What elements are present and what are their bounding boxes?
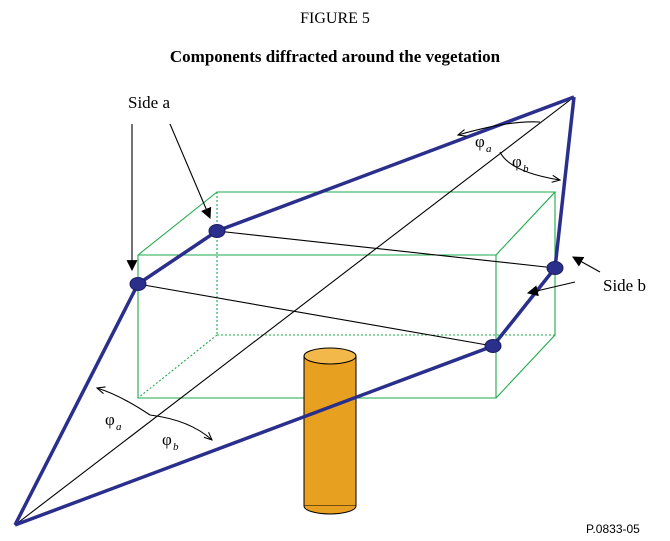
arrow-side-b-lower bbox=[526, 281, 576, 297]
angle-arcs bbox=[97, 121, 560, 440]
construction-lines bbox=[14, 96, 575, 526]
node-side-a-upper bbox=[208, 224, 226, 238]
arrow-side-a-upper bbox=[169, 123, 212, 220]
phi-subscript-b: b bbox=[173, 441, 179, 453]
angle-label-phi-b-bottom: φ b bbox=[162, 430, 179, 453]
angle-label-phi-b-top: φ b bbox=[512, 152, 529, 175]
box-top-back bbox=[137, 191, 557, 256]
arc-phi-a-top bbox=[458, 121, 541, 135]
label-side-a: Side a bbox=[128, 93, 170, 112]
figure-number: FIGURE 5 bbox=[300, 10, 370, 27]
diffraction-nodes bbox=[129, 224, 564, 353]
diffraction-paths bbox=[13, 95, 576, 527]
chord-line-top bbox=[216, 230, 556, 269]
phi-symbol: φ bbox=[512, 152, 522, 171]
phi-subscript-a: a bbox=[116, 421, 122, 433]
phi-subscript-b: b bbox=[523, 163, 529, 175]
angle-label-phi-a-top: φ a bbox=[475, 132, 492, 155]
arc-phi-b-top bbox=[499, 151, 560, 180]
pointer-arrows bbox=[126, 123, 601, 297]
path-side-a bbox=[13, 95, 575, 526]
arc-phi-a-bottom bbox=[97, 388, 151, 416]
phi-symbol: φ bbox=[105, 410, 115, 429]
node-side-b-upper bbox=[546, 261, 564, 275]
figure-reference: P.0833-05 bbox=[586, 522, 640, 536]
phi-symbol: φ bbox=[475, 132, 485, 151]
node-side-b-lower bbox=[484, 339, 502, 353]
arrow-side-b-upper bbox=[572, 256, 601, 273]
label-side-b: Side b bbox=[603, 276, 646, 295]
box-hidden-diagonal bbox=[137, 334, 218, 399]
arc-phi-b-bottom bbox=[149, 414, 212, 440]
tree-trunk bbox=[303, 347, 357, 515]
path-side-b bbox=[14, 96, 576, 527]
chord-line-bottom bbox=[137, 283, 494, 347]
angle-label-phi-a-bottom: φ a bbox=[105, 410, 122, 433]
vegetation-box bbox=[137, 191, 557, 399]
phi-symbol: φ bbox=[162, 430, 172, 449]
figure-title: Components diffracted around the vegetat… bbox=[169, 47, 501, 66]
phi-subscript-a: a bbox=[486, 143, 492, 155]
node-side-a-lower bbox=[129, 277, 147, 291]
